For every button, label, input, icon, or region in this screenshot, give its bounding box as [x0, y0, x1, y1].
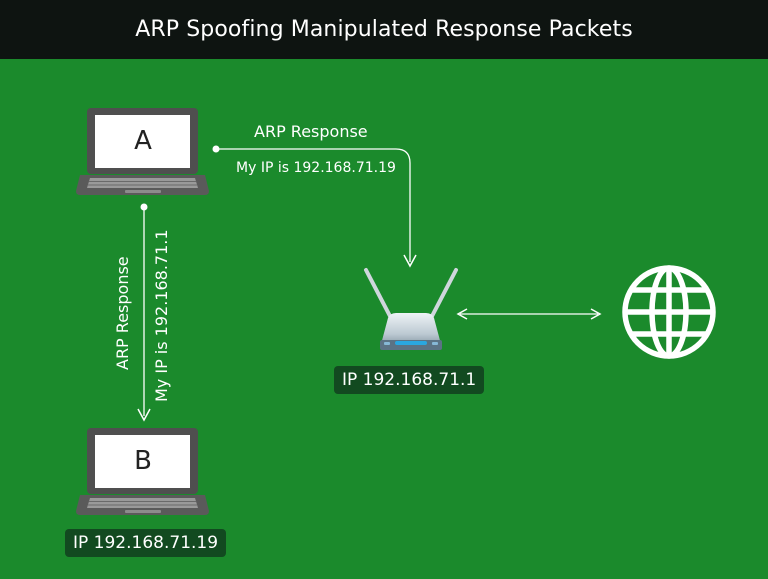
laptop-icon: [76, 428, 209, 515]
globe-icon: [622, 265, 716, 359]
computer-b-letter: B: [134, 446, 152, 476]
computer-a-letter: A: [134, 126, 152, 156]
arrow-a-to-b: [137, 203, 151, 422]
router-ip-badge: IP 192.168.71.1: [334, 366, 485, 394]
title-bar: ARP Spoofing Manipulated Response Packet…: [0, 0, 768, 59]
arp-message-horizontal: My IP is 192.168.71.19: [236, 160, 396, 176]
computer-b-ip-badge: IP 192.168.71.19: [65, 529, 227, 557]
arp-message-vertical: My IP is 192.168.71.1: [152, 229, 171, 402]
arrow-a-to-router: [212, 145, 417, 268]
arp-response-label-horizontal: ARP Response: [254, 122, 368, 141]
arp-response-label-vertical: ARP Response: [113, 256, 132, 370]
diagram-title: ARP Spoofing Manipulated Response Packet…: [135, 17, 633, 42]
laptop-icon: [76, 108, 209, 195]
bidirectional-arrow: [456, 308, 602, 320]
router-icon: [364, 268, 458, 350]
